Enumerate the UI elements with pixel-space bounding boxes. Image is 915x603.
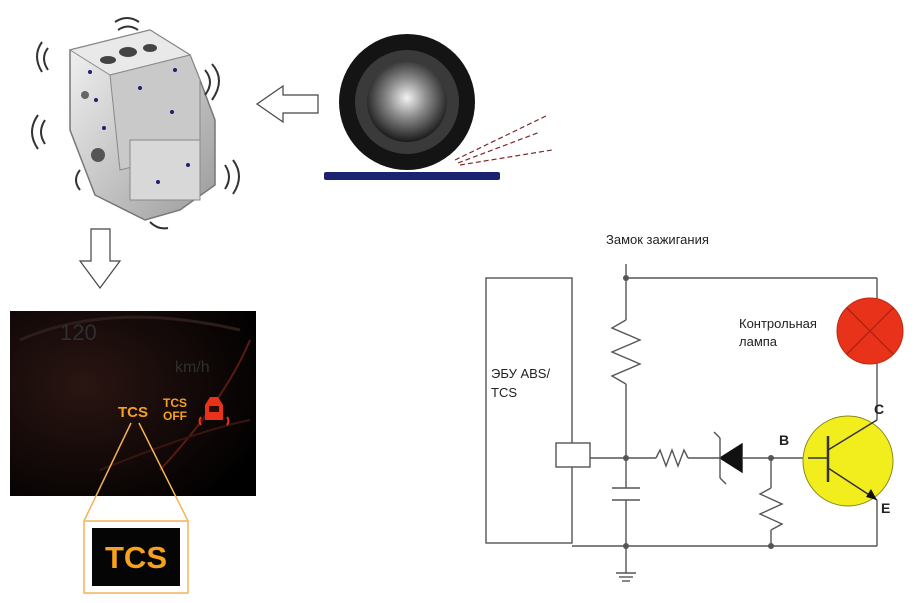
arrow-left-icon	[255, 84, 319, 124]
control-lamp-label-line2: лампа	[739, 334, 778, 349]
terminal-c-label: C	[874, 401, 884, 417]
ignition-switch-label: Замок зажигания	[606, 232, 709, 247]
dashboard-tcs-off-line1: TCS	[163, 396, 187, 410]
dashboard-tcs-off-line2: OFF	[163, 409, 187, 423]
tcs-zoom-box: TCS	[83, 520, 189, 594]
ecu-label-line1: ЭБУ ABS/	[491, 366, 550, 381]
control-lamp-label-line1: Контрольная	[739, 316, 817, 331]
ecu-block	[485, 277, 573, 544]
road-surface	[324, 172, 500, 180]
slip-indicator-icon	[198, 397, 230, 426]
dashboard-photo: 120 km/h TCS TCS OFF	[10, 311, 256, 496]
arrow-down-icon	[78, 228, 122, 290]
control-lamp	[836, 297, 904, 365]
terminal-e-label: E	[881, 500, 890, 516]
circuit-diagram	[485, 264, 878, 582]
terminal-b-label: B	[779, 432, 789, 448]
dashboard-speed-number: 120	[60, 320, 97, 345]
tire-image	[324, 34, 553, 180]
dashboard-tcs-indicator: TCS	[118, 404, 148, 421]
dashboard-speed-unit: km/h	[175, 359, 210, 376]
junction-dots	[623, 275, 774, 549]
ecu-connector	[555, 442, 591, 468]
transistor	[802, 415, 894, 507]
abs-modulator-image	[31, 17, 240, 230]
ecu-label-line2: TCS	[491, 385, 517, 400]
tcs-zoom-text: TCS	[105, 540, 167, 575]
zoom-callout-lines	[83, 422, 189, 522]
